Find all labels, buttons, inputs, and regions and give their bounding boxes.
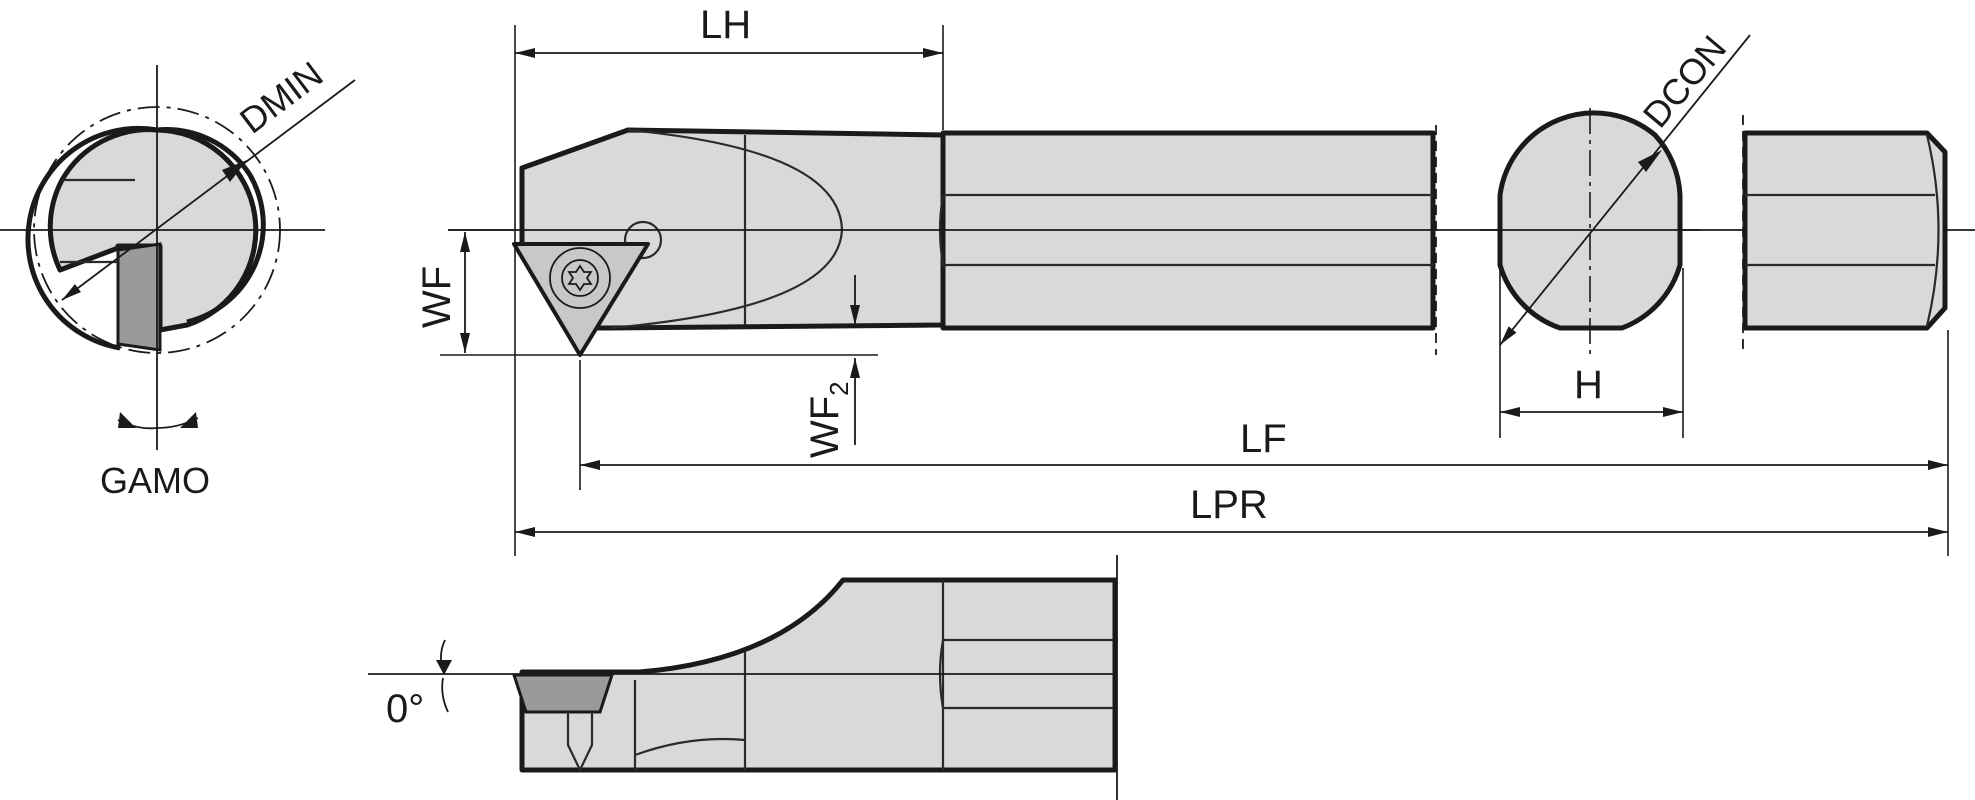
top-view-insert: [511, 673, 615, 714]
angle-label: 0°: [386, 687, 424, 731]
wf2-label: WF2: [803, 381, 854, 458]
top-view-insert-seat: [566, 712, 594, 773]
insert-torx-screw: [561, 259, 599, 297]
top-view-body: [519, 577, 1118, 773]
angle-arrow-bottom: [441, 677, 449, 713]
wf2-label-main: WF: [803, 396, 847, 458]
dmin-label: DMIN: [232, 53, 330, 141]
dcon-dimension-line: [1499, 34, 1751, 346]
front-view-insert: [116, 242, 162, 352]
lh-label: LH: [700, 3, 751, 47]
front-end-view: DMIN GAMO: [0, 53, 356, 501]
dmin-dimension-line: [61, 79, 356, 301]
section-view: DCON H: [1480, 28, 1751, 438]
angle-arrow-head-top: [436, 660, 452, 675]
clamp-screw-head: [623, 220, 663, 260]
dcon-label: DCON: [1635, 28, 1735, 136]
wf-label: WF: [415, 266, 459, 328]
dcon-arrow-top: [1638, 150, 1662, 172]
gamo-arrow-left: [118, 412, 136, 428]
shank-end-chamfer: [1925, 134, 1940, 327]
lf-label: LF: [1240, 417, 1287, 461]
wf2-label-sub: 2: [824, 381, 854, 395]
side-view: [448, 125, 1975, 357]
gamo-label: GAMO: [100, 460, 210, 501]
insert-screw-ring: [549, 247, 611, 309]
torx-icon: [567, 264, 593, 292]
dmin-arrow-2: [222, 160, 247, 182]
section-shape: [1497, 110, 1683, 331]
top-view-lower-curve: [634, 737, 746, 757]
lpr-label: LPR: [1190, 483, 1268, 527]
top-view: 0°: [368, 555, 1118, 800]
triangular-insert: [512, 242, 650, 357]
shank-end-body: [1742, 130, 1948, 331]
dimensions: LH WF WF2 LF LPR: [415, 3, 1949, 556]
gamo-arrow-right: [180, 412, 198, 428]
shank-end-view: [1742, 115, 1948, 355]
h-label: H: [1574, 363, 1603, 407]
